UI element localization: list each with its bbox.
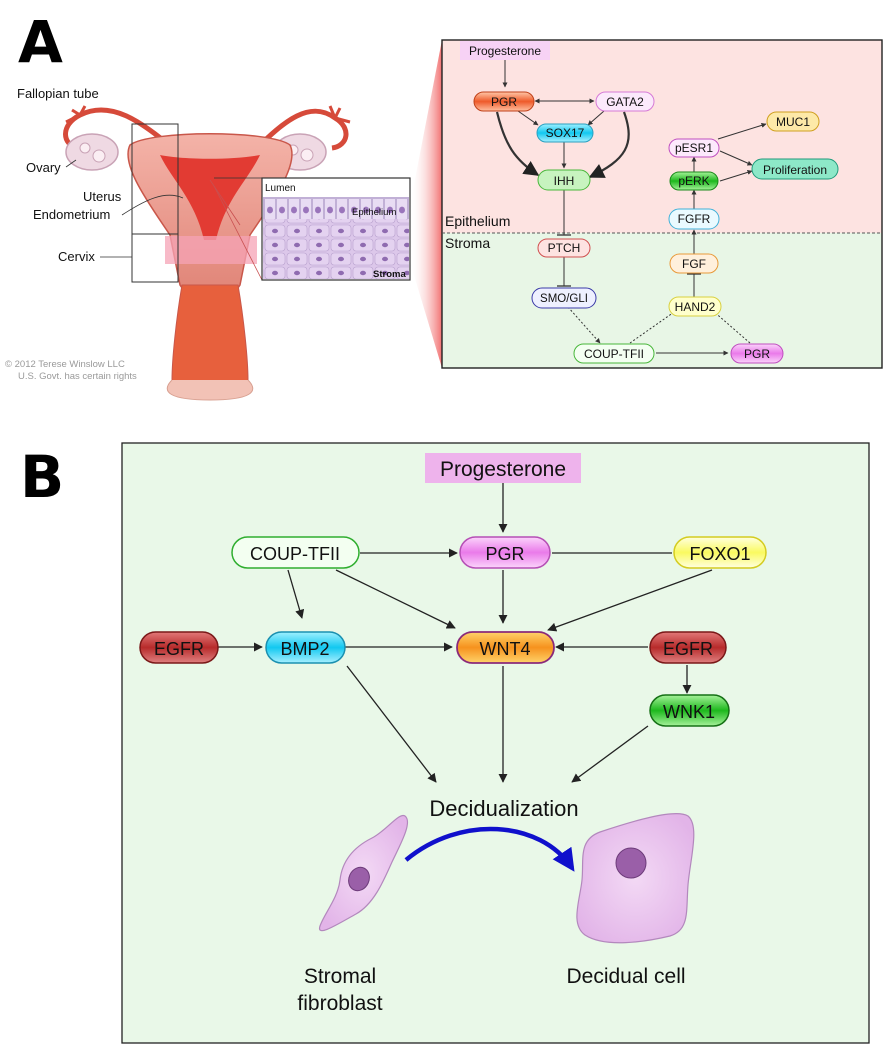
pathway-smo-gli: SMO/GLI (540, 293, 588, 305)
panel-a-letter: A (18, 8, 63, 76)
tissue-inset (261, 177, 411, 281)
b-decidual-cell-label: Decidual cell (566, 965, 685, 988)
pathway-progesterone: Progesterone (469, 44, 541, 58)
b-egfr-right: EGFR (663, 639, 713, 659)
fallopian-tube-label: Fallopian tube (17, 86, 99, 101)
b-wnk1: WNK1 (663, 702, 715, 722)
uterus-illustration (63, 105, 351, 401)
b-coup-tfii: COUP-TFII (250, 544, 340, 564)
pathway-perk: pERK (678, 174, 709, 188)
cervix-bracket (131, 233, 179, 283)
b-egfr-left: EGFR (154, 639, 204, 659)
endometrium-label: Endometrium (33, 207, 110, 222)
inset-lumen-label: Lumen (265, 183, 296, 194)
b-wnt4: WNT4 (480, 639, 531, 659)
panel-b-edges (218, 483, 713, 783)
pathway-coup-tfii: COUP-TFII (584, 347, 644, 361)
pathway-edges (495, 58, 767, 356)
copyright-line-2: U.S. Govt. has certain rights (18, 371, 137, 382)
cervix-label: Cervix (58, 249, 95, 264)
pathway-proliferation: Proliferation (763, 163, 827, 177)
pathway-pgr-top: PGR (491, 95, 517, 109)
stromal-fibroblast-nucleus (348, 866, 370, 892)
panel-b-box (121, 442, 870, 1044)
inset-stroma-label: Stroma (373, 269, 406, 280)
b-progesterone: Progesterone (440, 458, 566, 481)
pathway-pesr1: pESR1 (675, 141, 713, 155)
pathway-ihh: IHH (554, 174, 575, 188)
zone-epithelium-label: Epithelium (445, 213, 510, 229)
pathway-box (441, 39, 883, 369)
b-stromal-label-line2: fibroblast (297, 992, 382, 1015)
decidual-cell (576, 813, 695, 944)
pathway-fgfr: FGFR (678, 212, 711, 226)
uterus-label: Uterus (83, 189, 122, 204)
b-foxo1: FOXO1 (689, 544, 750, 564)
zoom-glow (410, 40, 442, 368)
copyright-line-1: © 2012 Terese Winslow LLC (5, 359, 125, 370)
b-pgr: PGR (485, 544, 524, 564)
b-bmp2: BMP2 (280, 639, 329, 659)
panel-b-letter: B (20, 443, 64, 511)
zone-stroma-label: Stroma (445, 235, 490, 251)
pathway-hand2: HAND2 (675, 300, 716, 314)
pathway-fgf: FGF (682, 257, 706, 271)
decidual-cell-nucleus (615, 847, 647, 879)
inset-epithelium-label: Epithelium (352, 207, 396, 218)
pathway-gata2: GATA2 (606, 95, 644, 109)
pathway-sox17: SOX17 (546, 126, 585, 140)
pathway-ptch: PTCH (548, 241, 581, 255)
ovary-label: Ovary (26, 160, 61, 175)
b-stromal-label-line1: Stromal (304, 965, 376, 988)
b-decidualization: Decidualization (429, 796, 578, 821)
pathway-muc1: MUC1 (776, 115, 810, 129)
transition-arrow (404, 826, 575, 872)
pathway-pgr-bottom: PGR (744, 347, 770, 361)
